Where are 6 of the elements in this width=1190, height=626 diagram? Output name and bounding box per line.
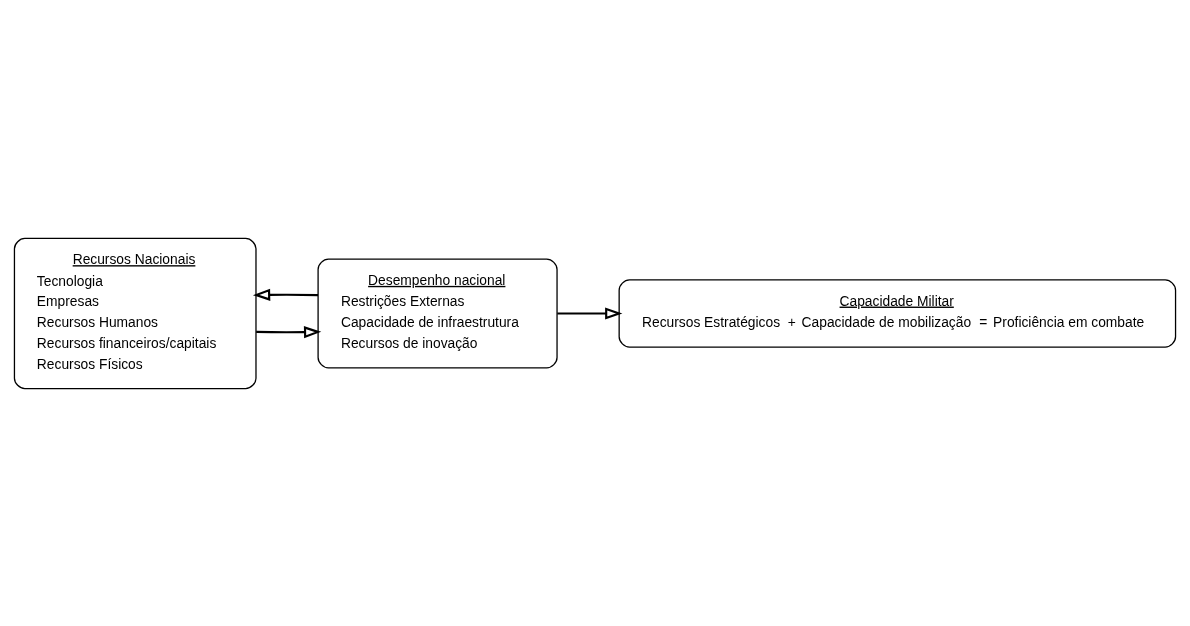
node-box: Recursos Nacionais Tecnologia Empresas Recursos Humanos Recursos financeiros/capitais Recursos Físicos bbox=[13, 237, 257, 389]
arrow bbox=[256, 325, 322, 338]
arrow bbox=[252, 288, 319, 301]
arrow bbox=[557, 306, 623, 320]
node-box: Capacidade Militar Recursos Estratégicos + Capacidade de mobilização = Proficiência em combate bbox=[618, 278, 1177, 348]
node-box: Desempenho nacional Restrições Externas Capacidade de infraestrutura Recursos de inovação bbox=[317, 258, 558, 368]
